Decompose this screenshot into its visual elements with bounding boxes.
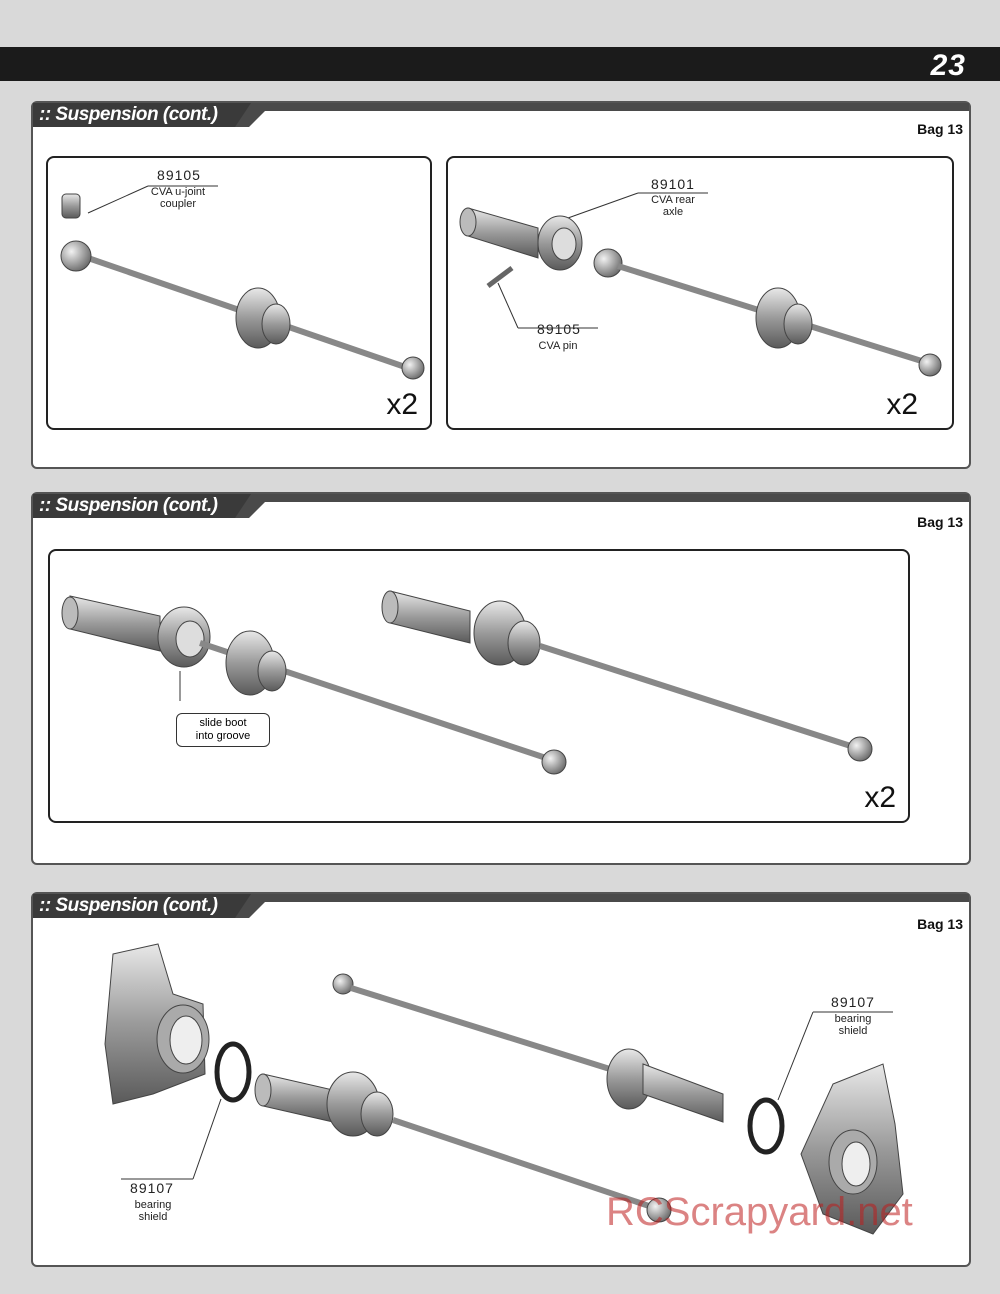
part-number: 89107 — [130, 1180, 174, 1196]
hub-assembly-illustration — [104, 943, 904, 1235]
part-number: 89101 — [651, 176, 695, 192]
cva-rear-axle-illustration — [459, 192, 942, 377]
section-header: :: Suspension (cont.) — [33, 494, 969, 518]
cva-shaft-illustration — [60, 185, 425, 380]
page-number: 23 — [930, 49, 966, 82]
part-number: 89107 — [831, 994, 875, 1010]
quantity-label: x2 — [864, 781, 896, 814]
part-description: axle — [662, 206, 684, 218]
part-description: CVA rear — [651, 194, 695, 206]
section-title: :: Suspension (cont.) — [39, 104, 218, 125]
section-title: :: Suspension (cont.) — [39, 495, 218, 516]
bag-label: Bag 13 — [917, 514, 963, 530]
bag-label: Bag 13 — [917, 121, 963, 137]
callout-text: slide boot — [199, 717, 247, 729]
part-number: 89105 — [157, 167, 201, 183]
watermark: RCScrapyard.net — [606, 1190, 913, 1234]
part-description: shield — [138, 1211, 168, 1223]
section-cva-assembly-2: :: Suspension (cont.) Bag 13 slide boot … — [31, 492, 971, 865]
section-cva-assembly-1: :: Suspension (cont.) Bag 13 89105 CVA u… — [31, 101, 971, 469]
header-bar — [0, 47, 1000, 81]
cva-assembly-illustration — [61, 590, 873, 775]
section-title: :: Suspension (cont.) — [39, 895, 218, 916]
callout-text: into groove — [195, 730, 251, 742]
part-description: CVA u-joint — [150, 186, 206, 198]
section-hub-assembly: :: Suspension (cont.) Bag 13 89107 beari… — [31, 892, 971, 1267]
part-description: bearing — [134, 1199, 172, 1211]
quantity-label: x2 — [886, 388, 918, 421]
part-number: 89105 — [537, 321, 581, 337]
step-box-left: 89105 CVA u-joint coupler x2 — [46, 156, 432, 430]
section-header: :: Suspension (cont.) — [33, 103, 969, 127]
part-description: coupler — [159, 198, 197, 210]
step-box: slide boot into groove x2 — [48, 549, 910, 823]
part-description: shield — [838, 1025, 868, 1037]
instruction-callout: slide boot into groove — [176, 713, 270, 747]
part-description: bearing — [834, 1013, 872, 1025]
section-header: :: Suspension (cont.) — [33, 894, 969, 918]
step-box-right: 89101 CVA rear axle 89105 CVA pin x2 — [446, 156, 954, 430]
part-description: CVA pin — [538, 340, 578, 352]
bag-label: Bag 13 — [917, 916, 963, 932]
quantity-label: x2 — [386, 388, 418, 421]
